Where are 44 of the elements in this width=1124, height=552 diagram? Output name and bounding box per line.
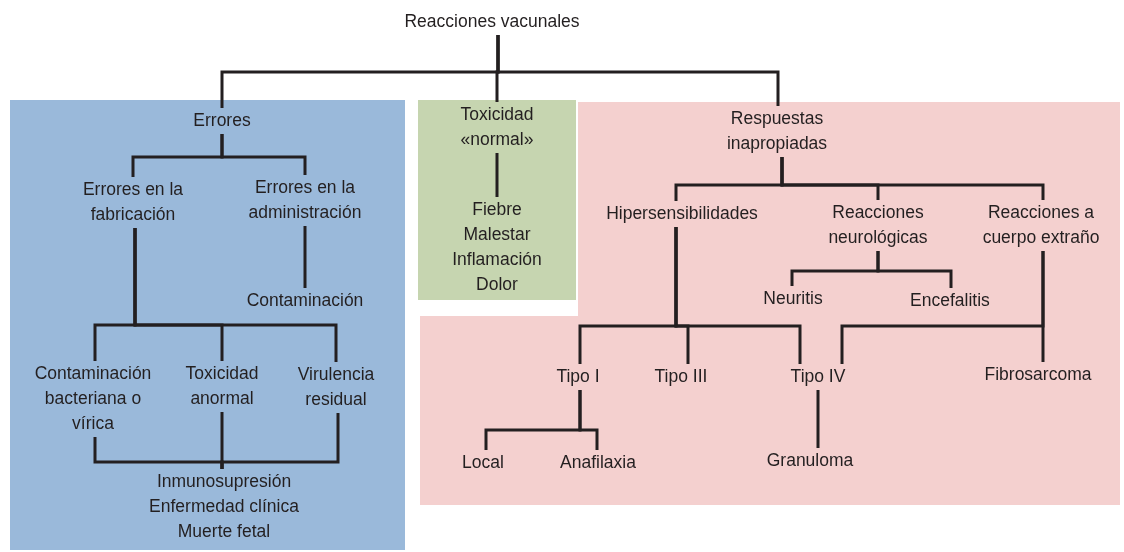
outcome-label: Muerte fetal (176, 520, 272, 543)
tree-connector (1041, 251, 1045, 362)
category-label: Contaminación bacteriana o vírica (25, 361, 161, 436)
tree-connector (220, 413, 340, 469)
outcome-label: Inflamación (451, 248, 543, 271)
category-label: Tipo I (543, 364, 613, 389)
tree-connector (220, 134, 307, 175)
outcome-label: Malestar (462, 223, 532, 246)
category-label: Errores en la fabricación (78, 177, 188, 227)
category-label: Tipo III (641, 364, 721, 389)
category-label: Neuritis (748, 286, 838, 311)
outcome-label: Enfermedad clínica (148, 495, 300, 518)
tree-connector (303, 226, 307, 288)
category-label: Reacciones a cuerpo extraño (960, 200, 1122, 250)
category-label: Contaminación (230, 288, 380, 313)
category-label: Reacciones neurológicas (808, 200, 948, 250)
category-label: Errores en la administración (240, 175, 370, 225)
tree-connector (816, 390, 820, 448)
outcome-label: Dolor (475, 273, 519, 296)
region-panel (418, 100, 576, 300)
category-label: Toxicidad «normal» (439, 102, 555, 152)
category-label: Anafilaxia (548, 450, 648, 475)
tree-connector (495, 153, 499, 197)
category-label: Reacciones vacunales (372, 9, 612, 34)
category-label: Encefalitis (900, 288, 1000, 313)
region-panel (10, 100, 405, 550)
region-panel (420, 102, 1120, 505)
category-label: Errores (172, 108, 272, 133)
category-label: Virulencia residual (286, 362, 386, 412)
category-label: Granuloma (755, 448, 865, 473)
outcome-label: Fiebre (471, 198, 523, 221)
tree-connector (780, 157, 1045, 200)
category-label: Hipersensibilidades (587, 201, 777, 226)
category-label: Toxicidad anormal (172, 361, 272, 411)
tree-connector (133, 228, 338, 362)
category-label: Local (453, 450, 513, 475)
category-label: Respuestas inapropiadas (707, 106, 847, 156)
category-label: Tipo IV (778, 364, 858, 389)
tree-connector (674, 227, 802, 364)
tree-connector (496, 35, 780, 106)
tree-connector (876, 251, 953, 288)
outcome-label: Inmunosupresión (155, 470, 293, 493)
tree-connector (578, 390, 599, 450)
category-label: Fibrosarcoma (973, 362, 1103, 387)
